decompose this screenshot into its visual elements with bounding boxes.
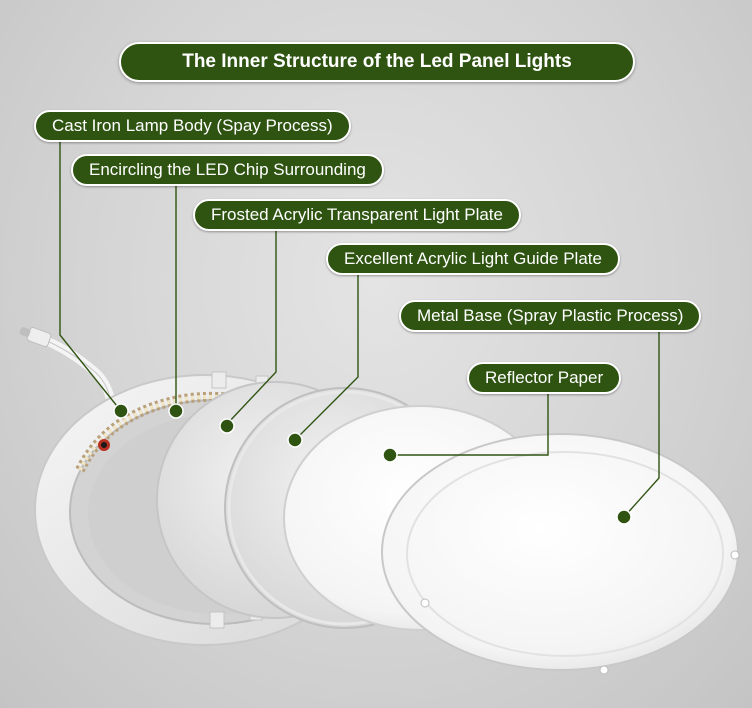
leader-line-reflector <box>390 393 549 456</box>
label-frosted-plate: Frosted Acrylic Transparent Light Plate <box>193 199 521 231</box>
leader-line-lamp-body <box>59 140 122 412</box>
pointer-dots <box>113 403 632 525</box>
label-light-guide-plate: Excellent Acrylic Light Guide Plate <box>326 243 620 275</box>
leader-line-metal-base <box>623 331 660 518</box>
pointer-dot-reflector <box>382 447 398 463</box>
leader-line-frosted-plate <box>226 230 277 425</box>
label-led-chip: Encircling the LED Chip Surrounding <box>71 154 384 186</box>
diagram-title: The Inner Structure of the Led Panel Lig… <box>119 42 635 82</box>
label-lamp-body: Cast Iron Lamp Body (Spay Process) <box>34 110 351 142</box>
leader-line-light-guide <box>294 275 359 441</box>
led-chip-strip <box>75 391 264 473</box>
label-reflector-paper: Reflector Paper <box>467 362 622 394</box>
pointer-dot-led-chip <box>168 403 184 419</box>
label-metal-base: Metal Base (Spray Plastic Process) <box>399 300 702 332</box>
leader-lines <box>59 140 660 518</box>
pointer-dot-lamp-body <box>113 403 129 419</box>
pointer-dot-frosted-plate <box>219 418 235 434</box>
pointer-dot-metal-base <box>616 509 632 525</box>
pointer-dot-light-guide <box>287 432 303 448</box>
metal-base <box>381 433 740 675</box>
